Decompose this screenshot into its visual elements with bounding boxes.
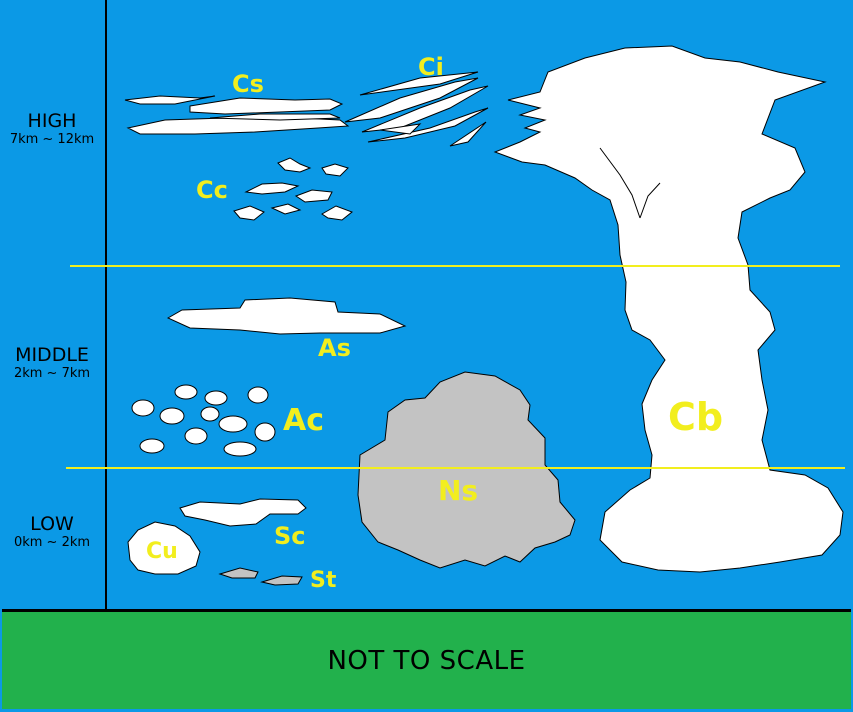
stratus-cloud: [218, 567, 259, 579]
label-ci: Ci: [418, 53, 444, 81]
altocumulus-cloud: [247, 386, 269, 404]
level-low: LOW 0km ~ 2km: [0, 513, 104, 551]
cirrocumulus-cloud: [294, 189, 333, 203]
altocumulus-cloud: [204, 390, 228, 406]
label-ac: Ac: [283, 403, 325, 438]
altocumulus-cloud: [218, 415, 248, 433]
cirrus-cloud: [449, 121, 487, 147]
level-name: MIDDLE: [15, 344, 89, 366]
altostratus-cloud: [166, 297, 407, 335]
altocumulus-cloud: [159, 407, 185, 425]
level-range: 0km ~ 2km: [13, 535, 91, 550]
cumulus-cloud: [127, 521, 201, 575]
stratocumulus-cloud: [179, 498, 307, 527]
label-cs: Cs: [232, 70, 264, 98]
label-cb: Cb: [668, 395, 724, 439]
cumulonimbus-texture: [639, 182, 661, 219]
cirrocumulus-cloud: [321, 205, 353, 221]
footer-text: NOT TO SCALE: [327, 645, 526, 676]
label-sc: Sc: [274, 522, 306, 550]
cirrocumulus-cloud: [270, 203, 302, 215]
label-ns: Ns: [438, 474, 479, 507]
altocumulus-cloud: [131, 399, 155, 417]
level-range: 7km ~ 12km: [9, 132, 95, 147]
label-cc: Cc: [196, 176, 228, 204]
cirrostratus-cloud: [209, 113, 341, 121]
altocumulus-cloud: [139, 438, 165, 454]
level-name: HIGH: [27, 110, 77, 132]
cirrostratus-cloud: [124, 95, 216, 105]
cirrus-cloud: [344, 77, 479, 123]
altocumulus-cloud: [174, 384, 198, 400]
cirrocumulus-cloud: [244, 182, 300, 195]
level-range: 2km ~ 7km: [13, 366, 91, 381]
altocumulus-cloud: [254, 422, 276, 442]
cirrus-cloud: [359, 71, 479, 96]
cirrocumulus-cloud: [233, 205, 265, 221]
level-middle: MIDDLE 2km ~ 7km: [0, 344, 104, 382]
cirrus-cloud: [379, 123, 422, 135]
cirrocumulus-cloud: [277, 157, 312, 173]
cumulonimbus-cloud: [493, 45, 844, 573]
cumulonimbus-texture: [599, 147, 641, 219]
label-st: St: [310, 568, 337, 593]
altocumulus-cloud: [223, 441, 257, 457]
label-cu: Cu: [146, 539, 178, 564]
level-high: HIGH 7km ~ 12km: [0, 110, 104, 148]
cirrus-cloud: [367, 107, 489, 143]
cirrostratus-cloud: [126, 117, 350, 135]
label-as: As: [318, 334, 351, 362]
footer-banner: NOT TO SCALE: [2, 609, 851, 709]
level-name: LOW: [30, 513, 74, 535]
nimbostratus-cloud: [357, 371, 576, 569]
cirrocumulus-cloud: [321, 163, 349, 177]
stratus-cloud: [260, 575, 303, 586]
cirrostratus-cloud: [189, 97, 344, 115]
altocumulus-cloud: [200, 406, 220, 422]
altocumulus-cloud: [184, 427, 208, 445]
